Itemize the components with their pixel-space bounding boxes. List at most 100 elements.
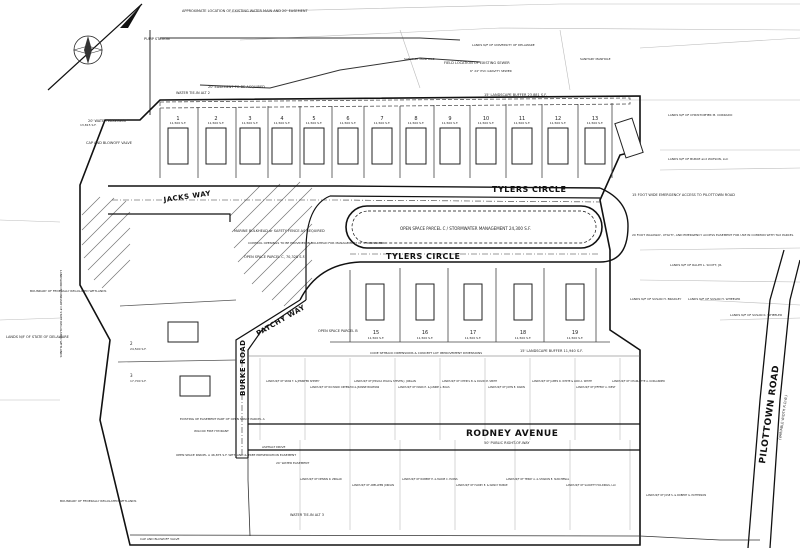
owner-label: LANDS N/F OF BURKE and WATSON, LLC (668, 157, 728, 161)
owner-label: LANDS N/F OF SEAN T. & JENNIFER SHEPPY (266, 379, 320, 383)
lot-label: 6 (346, 116, 349, 122)
road-label-burke-road: BURKE ROAD (239, 340, 247, 396)
rodney-row-label: 50' PUBLIC RIGHT-OF-WAY (484, 441, 530, 445)
lot-area: 11,500 S.F. (478, 121, 495, 125)
lot-area: 11,500 S.F. (417, 336, 434, 340)
south-lot-labels: 15 16 17 18 19 11,500 S.F. 11,500 S.F. 1… (368, 330, 584, 340)
note-cap-blowoff: CAP AND BLOWOFF VALVE (86, 141, 132, 145)
note-wetland-boundary-1: LANDWARD BOUNDARY OF STATE REGULATED WET… (59, 270, 63, 357)
owner-label: LANDS N/F OF CHARLOTTE A. KURLANDER (612, 379, 665, 383)
lot-area: 11,500 S.F. (515, 336, 532, 340)
note-utility-easement: 20 FOOT WALKWAY, UTILITY, AND EMERGENCY … (632, 233, 794, 237)
note-landscape-buffer-south: 15' LANDSCAPE BUFFER 11,940 S.F. (520, 349, 583, 353)
lot-area: 11,500 S.F. (306, 121, 323, 125)
background-property-lines (0, 3, 800, 530)
lot-label: 19 (572, 330, 578, 336)
west-lot-label: 2 (130, 341, 133, 346)
lot-label: 4 (280, 116, 283, 122)
owner-label: LANDS N/F OF JESSICA RYAN & STEVEN J. JO… (354, 379, 416, 383)
pilottown-road (747, 249, 800, 549)
note-water-tie-in-2: WATER TIE-IN ALT 2 (176, 91, 210, 95)
road-label-tylers-circle: TYLERS CIRCLE (386, 252, 460, 261)
sewer-line (112, 199, 601, 455)
note-gravity-sewer: 6" 24" PVC GRAVITY SEWER (470, 69, 512, 73)
owner-label: LANDS N/F OF HARRY E. & NANCY BURKE (456, 483, 508, 487)
south-water-line (129, 458, 760, 541)
lot-label: 10 (483, 116, 489, 122)
road-label-tylers-circle: TYLERS CIRCLE (492, 185, 566, 194)
note-water-easement: 20' WATER EASEMENT (88, 119, 128, 123)
owner-label: LANDS N/F OF JOSE S. & ROBERT G. PATTERS… (646, 493, 706, 497)
lot-area: 11,500 S.F. (442, 121, 459, 125)
note-pump-station: PUMP STATION (144, 37, 170, 41)
owner-label: LANDS N/F OF SACKETT HOLDINGS, LLC (566, 483, 616, 487)
west-lot-area: 13,815 S.F. (80, 123, 97, 127)
lot-label: 5 (312, 116, 315, 122)
owner-label: LANDS N/F OF CHERYL B. & DAVID M. SMITH (442, 379, 497, 383)
south-lot-houses (365, 283, 585, 321)
lot-label: 17 (470, 330, 476, 336)
open-space-b-label: OPEN SPACE PARCEL B (318, 329, 358, 333)
owner-label: LANDS N/F OF SUSAN K. WHEELER (730, 313, 782, 317)
open-space-c-label: OPEN SPACE PARCEL C / STORMWATER MANAGEM… (400, 226, 531, 231)
note-cap-blowoff-2: CAP AND BLOWOFF VALVE (140, 537, 179, 541)
west-lot-area: 24,500 S.F. (130, 347, 147, 351)
owner-label: LANDS N/F OF JOHN E. DARIN (488, 385, 525, 389)
owner-label: LANDS N/F OF SUSAN H. WHEELER (688, 297, 740, 301)
owner-label: LANDS N/F OF RALPH L. SCOTT, JR. (670, 263, 722, 267)
note-sanitary-manhole-2: SANITARY MANHOLE (580, 57, 611, 61)
note-code-setback: CODE SETBACK DIMENSIONS & CONCEPT LOT IM… (370, 351, 482, 355)
road-network (108, 185, 629, 459)
north-lot-lines (159, 103, 613, 178)
note-asphalt-drive: ASPHALT DRIVE (262, 445, 285, 449)
lot-label: 9 (448, 116, 451, 122)
owner-label: LANDS N/F OF TERRY A. & SHARON E. SURCHE… (506, 477, 570, 481)
owner-label: LANDS N/F OF CHRISTOPHER M. CORRADO (668, 113, 733, 117)
owner-label: LANDS N/F OF MARK E. & JANINE L. BOAS (398, 385, 450, 389)
lot-label: 18 (520, 330, 526, 336)
lot-label: 12 (555, 116, 561, 122)
owner-label: LANDS N/F OF JAMES R. WHITE & LORI A. WH… (532, 379, 592, 383)
note-water-easement-2: 20' WATER EASEMENT (276, 461, 309, 465)
note-wetland-boundary-3: BOUNDARY OF FEDERALLY REGULATED WETLANDS (60, 499, 137, 503)
water-main-line (149, 30, 481, 115)
owner-label: LANDS N/F OF RICHARD ORTENZIO & JEANNE B… (310, 385, 379, 389)
note-control-openings: CONTROL OPENINGS TO BE PROVIDED IN BULKH… (248, 241, 384, 245)
lot-area: 11,500 S.F. (514, 121, 531, 125)
note-easement-acquired: 20' EASEMENT TO BE ACQUIRED (208, 85, 265, 89)
owner-label: LANDS N/F OF UNIVERSITY OF DELAWARE (472, 43, 535, 47)
note-wetland-boundary-2: BOUNDARY OF FEDERALLY REGULATED WETLANDS (30, 289, 107, 293)
lot-label: 13 (592, 116, 598, 122)
owner-label: LANDS N/F OF JEFFERY A. WEST (576, 385, 616, 389)
owner-label: LANDS N/F OF ABELLEEN JORDAN (352, 483, 394, 487)
lot-area: 11,500 S.F. (587, 121, 604, 125)
pilottown-row-label: (VARIABLE WIDTH R.O.W.) (778, 394, 788, 440)
note-water-tie-in-3: WATER TIE-IN ALT 3 (290, 513, 324, 517)
lot-label: 7 (380, 116, 383, 122)
north-arrow (47, 3, 143, 91)
lot-label: 2 (214, 116, 217, 122)
lot-area: 11,500 S.F. (567, 336, 584, 340)
note-marine-bulkhead: MARINE BULKHEAD or SAFETY FENCE AS REQUI… (234, 229, 325, 233)
owner-label: LANDS N/F OF SUSAN H. BRADLEY (630, 297, 682, 301)
lot-label: 15 (373, 330, 379, 336)
north-lot-houses (167, 117, 644, 165)
site-boundary (79, 95, 641, 546)
note-state-of-delaware: LANDS N/F OF STATE OF DELAWARE (6, 335, 69, 339)
note-water-main: APPROXIMATE LOCATION OF EXISTING WATER M… (182, 9, 308, 13)
lot-area: 11,500 S.F. (374, 121, 391, 125)
lot-area: 11,500 S.F. (368, 336, 385, 340)
note-sanitary-manhole-1: SANITARY MANHOLE (404, 57, 435, 61)
note-emergency-access: 15 FOOT WIDE EMERGENCY ACCESS TO PILOTTO… (632, 193, 735, 197)
owner-label: LANDS N/F OF ROBERT E. & MARIE C. EVANS (402, 477, 458, 481)
north-lot-labels: 1 2 3 4 5 6 7 8 9 10 11 12 13 11,500 S.F… (170, 116, 604, 125)
lot-area: 11,500 S.F. (274, 121, 291, 125)
lot-area: 11,500 S.F. (340, 121, 357, 125)
note-open-space-parcel-a: OPEN SPACE PARCEL A 46,875 S.F. WETLAND … (176, 453, 296, 457)
rodney-avenue (248, 423, 640, 451)
road-label-rodney-avenue: RODNEY AVENUE (466, 429, 558, 439)
lot-label: 16 (422, 330, 428, 336)
lot-label: 11 (519, 116, 525, 122)
lot-area: 11,500 S.F. (465, 336, 482, 340)
west-lots (117, 299, 237, 397)
